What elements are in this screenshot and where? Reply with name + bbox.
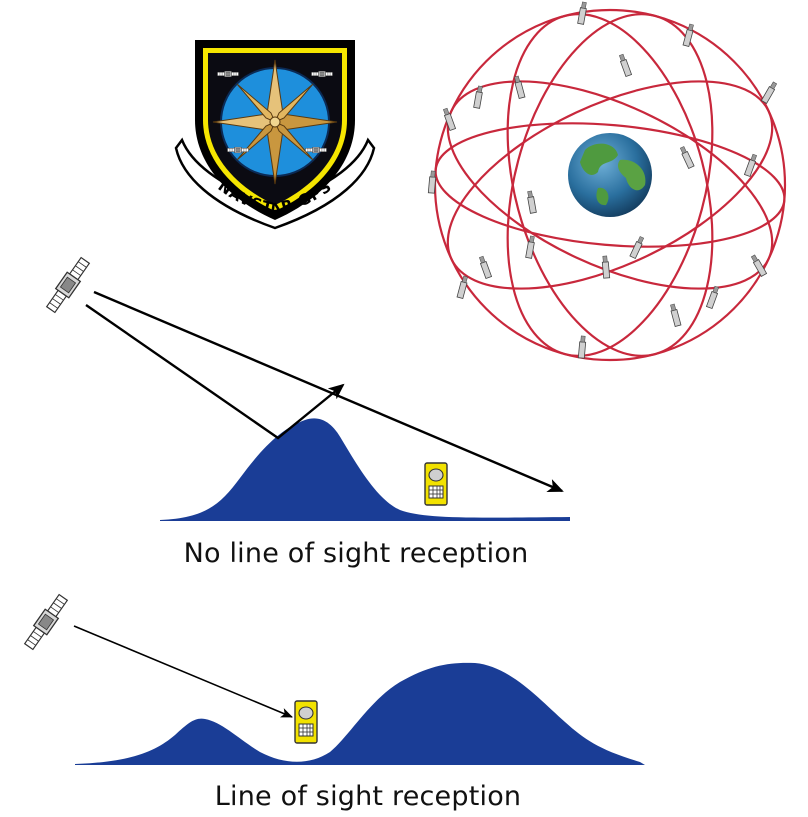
- terrain-hills: [75, 663, 645, 765]
- scene-no-line-of-sight: [44, 256, 570, 521]
- gps-receiver-icon: [295, 701, 317, 743]
- earth-icon: [568, 133, 652, 217]
- signal-reflected: [86, 305, 343, 438]
- scene-line-of-sight: [22, 593, 645, 765]
- signal-direct: [74, 626, 292, 717]
- terrain-mountain: [160, 418, 570, 521]
- satellite-icon: [44, 256, 92, 314]
- satellite-icon: [22, 593, 70, 651]
- caption-line-of-sight: Line of sight reception: [0, 781, 772, 812]
- gps-receiver-icon: [425, 463, 447, 505]
- caption-no-line-of-sight: No line of sight reception: [0, 538, 760, 569]
- navstar-gps-emblem: NAVSTAR GPS: [176, 40, 374, 228]
- gps-constellation-globe: [418, 0, 803, 379]
